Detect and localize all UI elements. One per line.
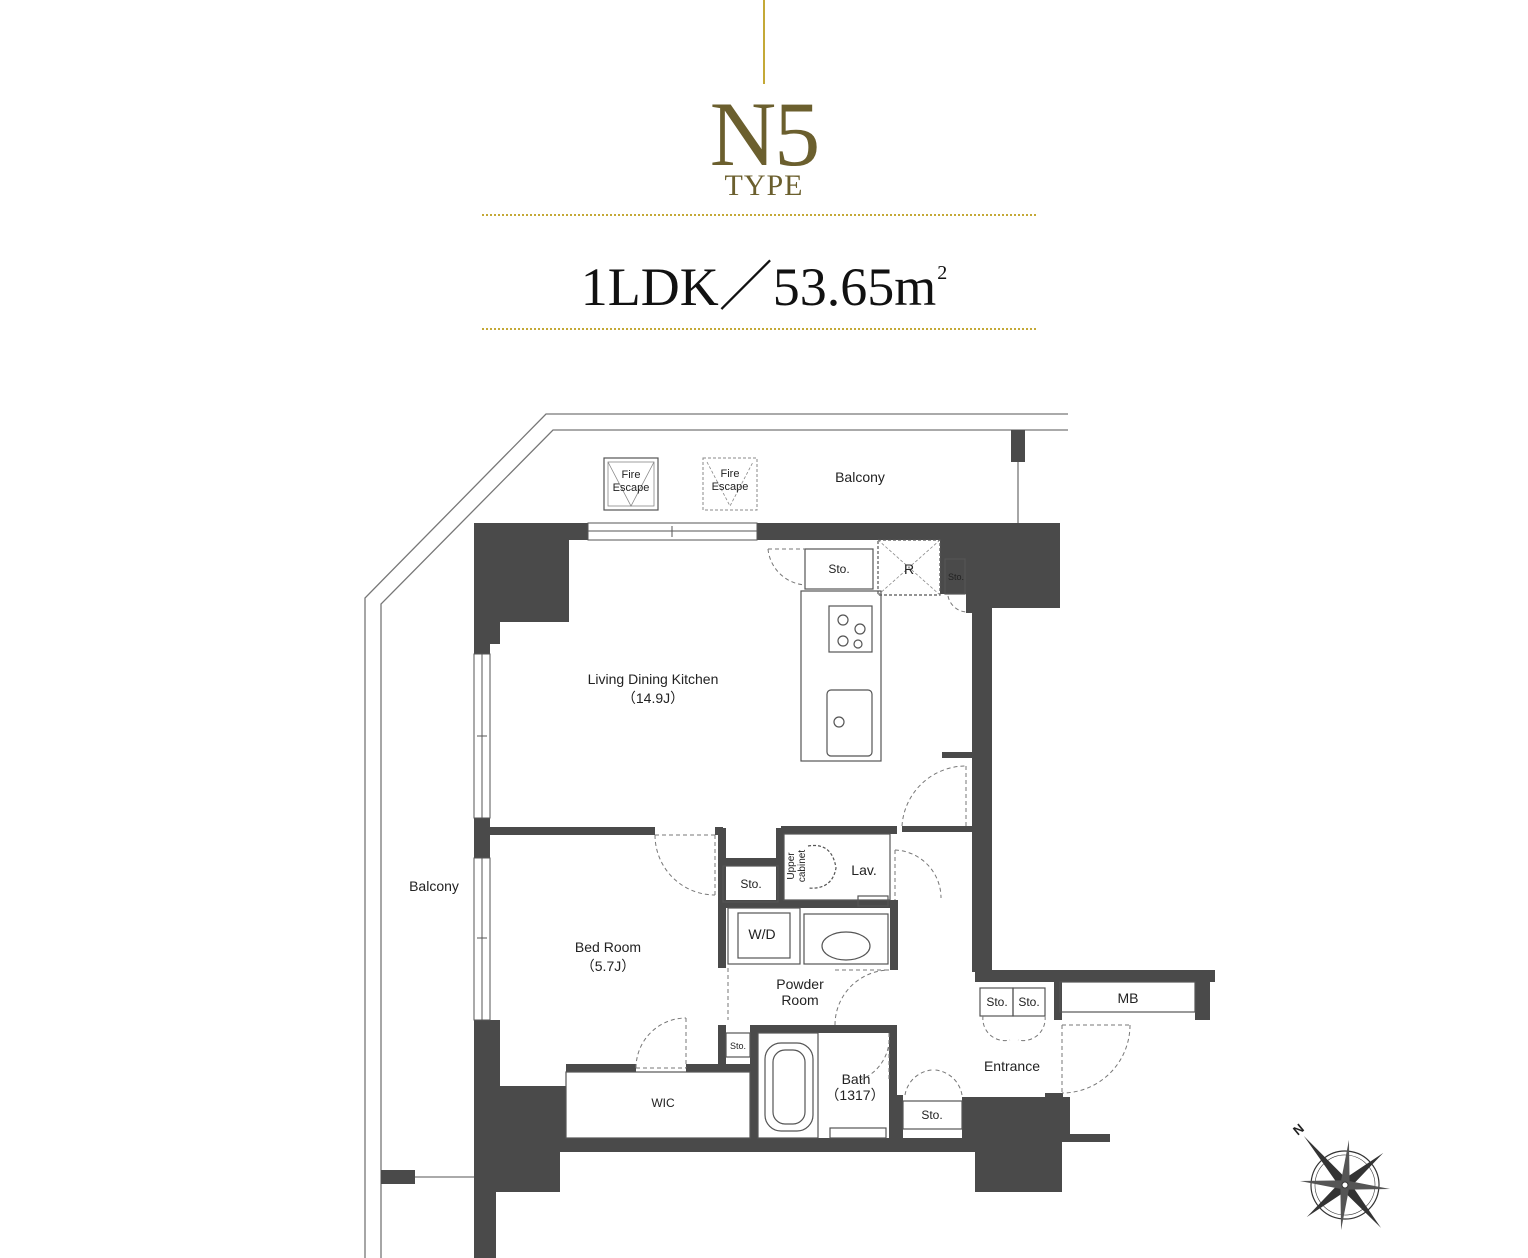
washer-dryer-label: W/D xyxy=(748,926,775,942)
area-unit: m xyxy=(894,257,937,317)
mb-label: MB xyxy=(1118,990,1139,1006)
powder-room-label-2: Room xyxy=(781,992,818,1008)
structural-walls xyxy=(474,523,1215,1258)
kitchen-counter xyxy=(800,590,882,762)
header-gold-line xyxy=(763,0,765,84)
bedroom-size: （5.7J） xyxy=(581,958,635,974)
dotted-divider-bottom xyxy=(482,328,1036,330)
fire-escape-1-line1: Fire xyxy=(622,469,641,481)
bath-size: （1317） xyxy=(825,1087,884,1103)
fire-escape-hatch-2 xyxy=(702,457,758,511)
upper-cabinet-line1: Upper xyxy=(786,852,797,880)
fire-escape-hatch-1 xyxy=(603,457,659,511)
fire-escape-2-line2: Escape xyxy=(712,481,749,493)
small-labels: WIC Sto. Sto. Sto. Sto. Sto. xyxy=(651,562,1039,1122)
dotted-divider-top xyxy=(482,214,1036,216)
entrance-label: Entrance xyxy=(984,1058,1040,1074)
sto-label-entrance-1: Sto. xyxy=(986,995,1007,1009)
west-balcony-label: Balcony xyxy=(409,878,459,894)
balcony-divider-post xyxy=(381,430,1025,1184)
refrigerator-outline xyxy=(877,539,941,596)
plan-header: N5 TYPE 1LDK／53.65m2 xyxy=(0,0,1528,340)
north-balcony-label: Balcony xyxy=(835,469,885,485)
compass-north-label: N xyxy=(1290,1121,1307,1139)
sto-label-tiny-north: Sto. xyxy=(948,572,964,582)
area-unit-superscript: 2 xyxy=(937,262,948,284)
ldk-size: （14.9J） xyxy=(622,690,684,706)
sto-label-entrance-2: Sto. xyxy=(1018,995,1039,1009)
sto-label-kitchen: Sto. xyxy=(828,562,849,576)
spec-separator: ／ xyxy=(718,257,773,317)
sto-label-closet: Sto. xyxy=(740,877,761,891)
sto-label-south: Sto. xyxy=(921,1108,942,1122)
door-swings xyxy=(635,548,1131,1096)
bath-label: Bath xyxy=(842,1071,871,1087)
tiny-labels: Sto. Sto. Fire Escape Fire Escape xyxy=(613,468,964,1051)
type-word: TYPE xyxy=(724,169,804,202)
refrigerator-label: R xyxy=(904,561,914,577)
balcony-railing xyxy=(364,413,1068,1258)
floor-area: 53.65 xyxy=(772,257,895,317)
fire-escape-1-line2: Escape xyxy=(613,482,650,494)
upper-cabinet-label: Upper cabinet xyxy=(786,850,808,882)
windows xyxy=(473,522,758,1021)
sto-label-tiny-bath: Sto. xyxy=(730,1041,746,1051)
washer-dryer xyxy=(727,907,889,965)
storage-boxes xyxy=(565,539,1196,1139)
ldk-label: Living Dining Kitchen xyxy=(588,671,719,687)
interior-partitions xyxy=(490,826,1062,1140)
compass-rose: N xyxy=(1290,1121,1391,1231)
powder-room-label-1: Powder xyxy=(776,976,824,992)
unit-spec: 1LDK／53.65m2 xyxy=(0,240,1528,320)
type-code: N5 xyxy=(709,83,820,185)
layout-type: 1LDK xyxy=(580,257,719,317)
wic-label: WIC xyxy=(651,1096,675,1110)
bedroom-label: Bed Room xyxy=(575,939,641,955)
lav-label: Lav. xyxy=(851,862,876,878)
fire-escape-2-line1: Fire xyxy=(721,468,740,480)
lavatory-vanity xyxy=(783,833,891,907)
room-labels: Living Dining Kitchen （14.9J） Bed Room （… xyxy=(409,469,1138,1103)
bathtub xyxy=(757,1032,887,1139)
upper-cabinet-line2: cabinet xyxy=(797,850,808,882)
